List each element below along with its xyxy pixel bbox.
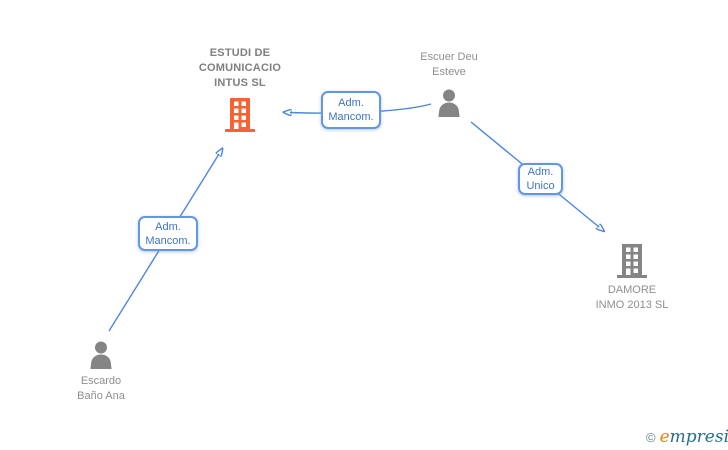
- empresia-watermark[interactable]: © empresia: [646, 427, 728, 447]
- copyright-icon: ©: [646, 430, 656, 445]
- edge-label-adm-unico-escuer-damore[interactable]: Adm. Unico: [518, 163, 563, 195]
- company-name-line: DAMORE: [607, 284, 657, 296]
- company-name-label: DAMORE INMO 2013 SL: [596, 283, 669, 313]
- logo-rest: mpresia: [669, 427, 728, 447]
- edge-role-line: Unico: [526, 180, 555, 192]
- edge-role-line: Adm.: [338, 97, 364, 109]
- person-name-line: Esteve: [432, 66, 466, 78]
- node-escardo-bano-ana[interactable]: Escardo Baño Ana: [41, 340, 161, 404]
- node-estudi-de-comunicacio-intus-sl[interactable]: ESTUDI DE COMUNICACIO INTUS SL: [168, 46, 312, 132]
- edge-role-line: Adm.: [527, 166, 554, 178]
- person-icon: [90, 341, 112, 369]
- empresia-logo: empresia: [660, 427, 728, 447]
- building-icon: [617, 244, 647, 278]
- company-name-line: INMO 2013 SL: [595, 299, 669, 311]
- person-name-line: Baño Ana: [77, 390, 125, 402]
- company-name-line: INTUS SL: [214, 77, 266, 89]
- company-name-line: COMUNICACIO: [198, 62, 282, 74]
- edge-label-adm-mancom-escardo-estudi[interactable]: Adm. Mancom.: [138, 216, 198, 251]
- person-name-label: Escuer Deu Esteve: [420, 50, 477, 80]
- edge-label-adm-mancom-escuer-estudi[interactable]: Adm. Mancom.: [321, 91, 381, 129]
- company-name-line: ESTUDI DE: [209, 47, 271, 59]
- logo-first-letter: e: [659, 427, 670, 447]
- building-icon: [225, 98, 255, 132]
- person-name-label: Escardo Baño Ana: [77, 374, 125, 404]
- edge-role-line: Mancom.: [145, 234, 191, 247]
- company-name-label: ESTUDI DE COMUNICACIO INTUS SL: [199, 46, 281, 91]
- person-icon: [438, 89, 460, 117]
- node-escuer-deu-esteve[interactable]: Escuer Deu Esteve: [389, 50, 509, 118]
- edge-role-line: Mancom.: [328, 111, 374, 123]
- node-damore-inmo-2013-sl[interactable]: DAMORE INMO 2013 SL: [572, 244, 692, 313]
- edge-role-line: Adm.: [155, 220, 181, 233]
- person-name-line: Escuer Deu: [420, 51, 478, 63]
- person-name-line: Escardo: [80, 375, 122, 387]
